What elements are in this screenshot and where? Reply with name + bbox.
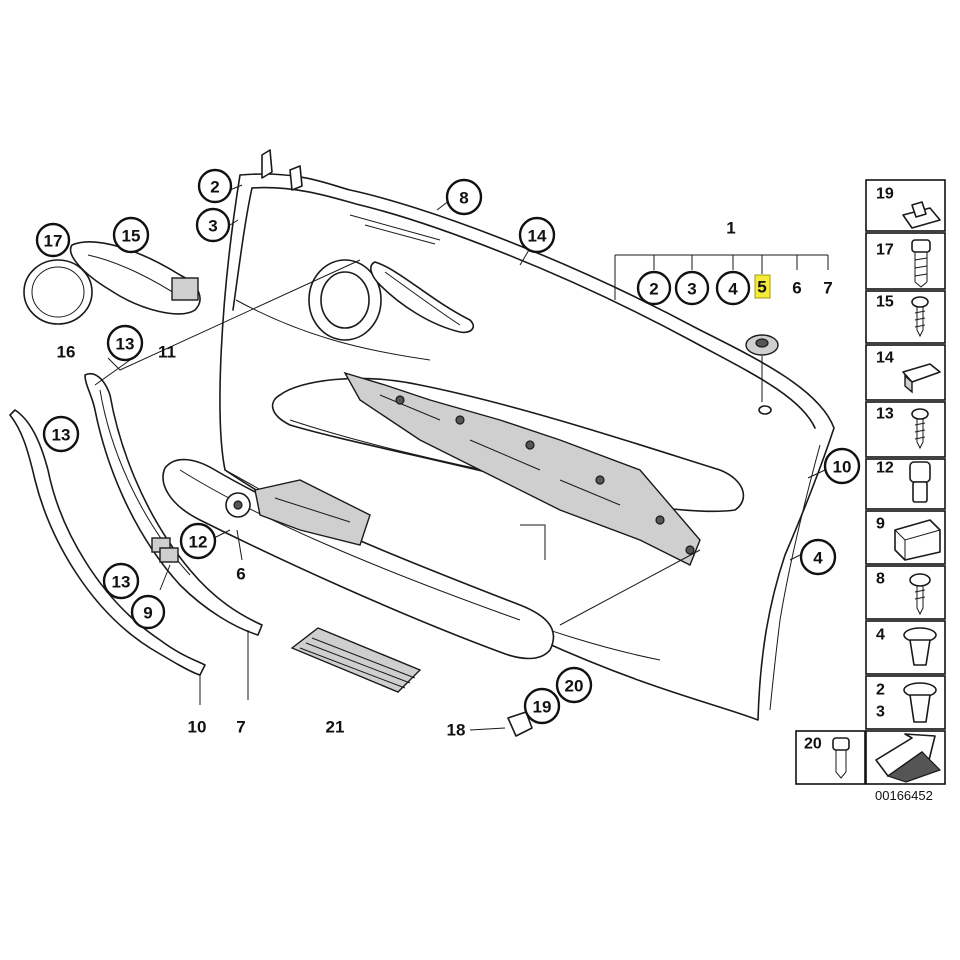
bottom-cell-label: 20 [804, 736, 822, 753]
callout-group-2: 2 [636, 270, 672, 306]
svg-text:13: 13 [52, 426, 71, 445]
callout-3: 3 [195, 207, 231, 243]
svg-text:2: 2 [649, 280, 658, 299]
svg-text:3: 3 [687, 280, 696, 299]
callout-2: 2 [197, 168, 233, 204]
label-21: 21 [326, 718, 345, 737]
svg-text:12: 12 [189, 533, 208, 552]
svg-text:19: 19 [876, 186, 894, 203]
svg-text:17: 17 [876, 242, 894, 259]
mat-21 [290, 627, 422, 693]
callout-20: 20 [555, 666, 593, 704]
label-1: 1 [726, 219, 735, 238]
svg-text:9: 9 [876, 516, 885, 533]
svg-text:8: 8 [876, 571, 885, 588]
callout-13-b: 13 [42, 415, 80, 453]
svg-text:3: 3 [876, 704, 885, 721]
svg-text:17: 17 [44, 232, 63, 251]
callout-13-a: 13 [106, 324, 144, 362]
armrest [162, 458, 555, 660]
label-18: 18 [447, 721, 466, 740]
callout-13-c: 13 [102, 562, 140, 600]
callout-9: 9 [130, 594, 166, 630]
svg-text:3: 3 [208, 217, 217, 236]
label-11: 11 [158, 343, 176, 362]
clip-18 [507, 711, 533, 737]
callout-10: 10 [823, 447, 861, 485]
label-10: 10 [188, 718, 207, 737]
tweeter-cover [23, 259, 93, 325]
callout-17: 17 [35, 222, 71, 258]
callout-14: 14 [518, 216, 556, 254]
callout-12: 12 [179, 522, 217, 560]
callout-group-3: 3 [674, 270, 710, 306]
svg-text:14: 14 [528, 227, 547, 246]
clip-part-5 [745, 334, 779, 356]
svg-text:4: 4 [876, 627, 885, 644]
callout-15: 15 [112, 216, 150, 254]
callout-group-4: 4 [715, 270, 751, 306]
svg-text:20: 20 [565, 677, 584, 696]
label-5-highlighted: 5 [757, 278, 766, 297]
svg-text:10: 10 [833, 458, 852, 477]
label-group-7: 7 [823, 279, 832, 298]
svg-text:13: 13 [116, 335, 135, 354]
leader-lines [94, 184, 829, 731]
svg-text:4: 4 [728, 280, 738, 299]
label-group-6: 6 [792, 279, 801, 298]
svg-text:19: 19 [533, 698, 552, 717]
svg-text:4: 4 [813, 549, 823, 568]
svg-text:2: 2 [876, 682, 885, 699]
callout-19: 19 [523, 687, 561, 725]
svg-text:14: 14 [876, 350, 894, 367]
label-7: 7 [236, 718, 245, 737]
svg-text:13: 13 [876, 406, 894, 423]
svg-text:9: 9 [143, 604, 152, 623]
callout-4: 4 [799, 538, 837, 576]
svg-text:13: 13 [112, 573, 131, 592]
door-panel [219, 149, 835, 721]
svg-text:15: 15 [876, 294, 894, 311]
highlight-box [754, 274, 771, 299]
callout-8: 8 [445, 178, 483, 216]
svg-text:2: 2 [210, 178, 219, 197]
trim-strip-7 [84, 373, 263, 636]
svg-text:12: 12 [876, 460, 894, 477]
footer-code: 00166452 [875, 788, 933, 803]
svg-text:8: 8 [459, 189, 468, 208]
label-6: 6 [236, 565, 245, 584]
label-16: 16 [57, 343, 76, 362]
svg-text:15: 15 [122, 227, 141, 246]
fastener-sidebar: 19 17 15 14 13 12 9 8 4 2 3 20 [795, 179, 946, 785]
